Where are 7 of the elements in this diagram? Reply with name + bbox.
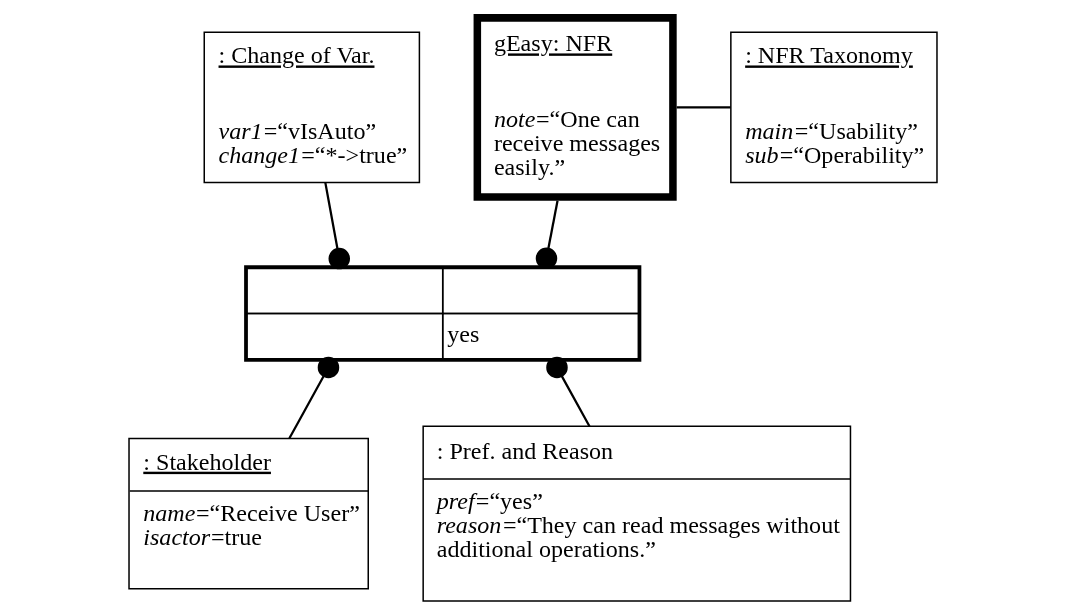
node-box: : Change of Var. var1=“vIsAuto” change1=“*->true” (203, 31, 420, 184)
connector (287, 356, 339, 439)
connector (545, 356, 590, 427)
connector (676, 106, 731, 109)
node-box: : NFR Taxonomy main=“Usability” sub=“Operability” (729, 31, 938, 184)
node-box: gEasy: NFR note=“One can receive messages easily.” (473, 14, 677, 201)
connector (323, 182, 350, 270)
